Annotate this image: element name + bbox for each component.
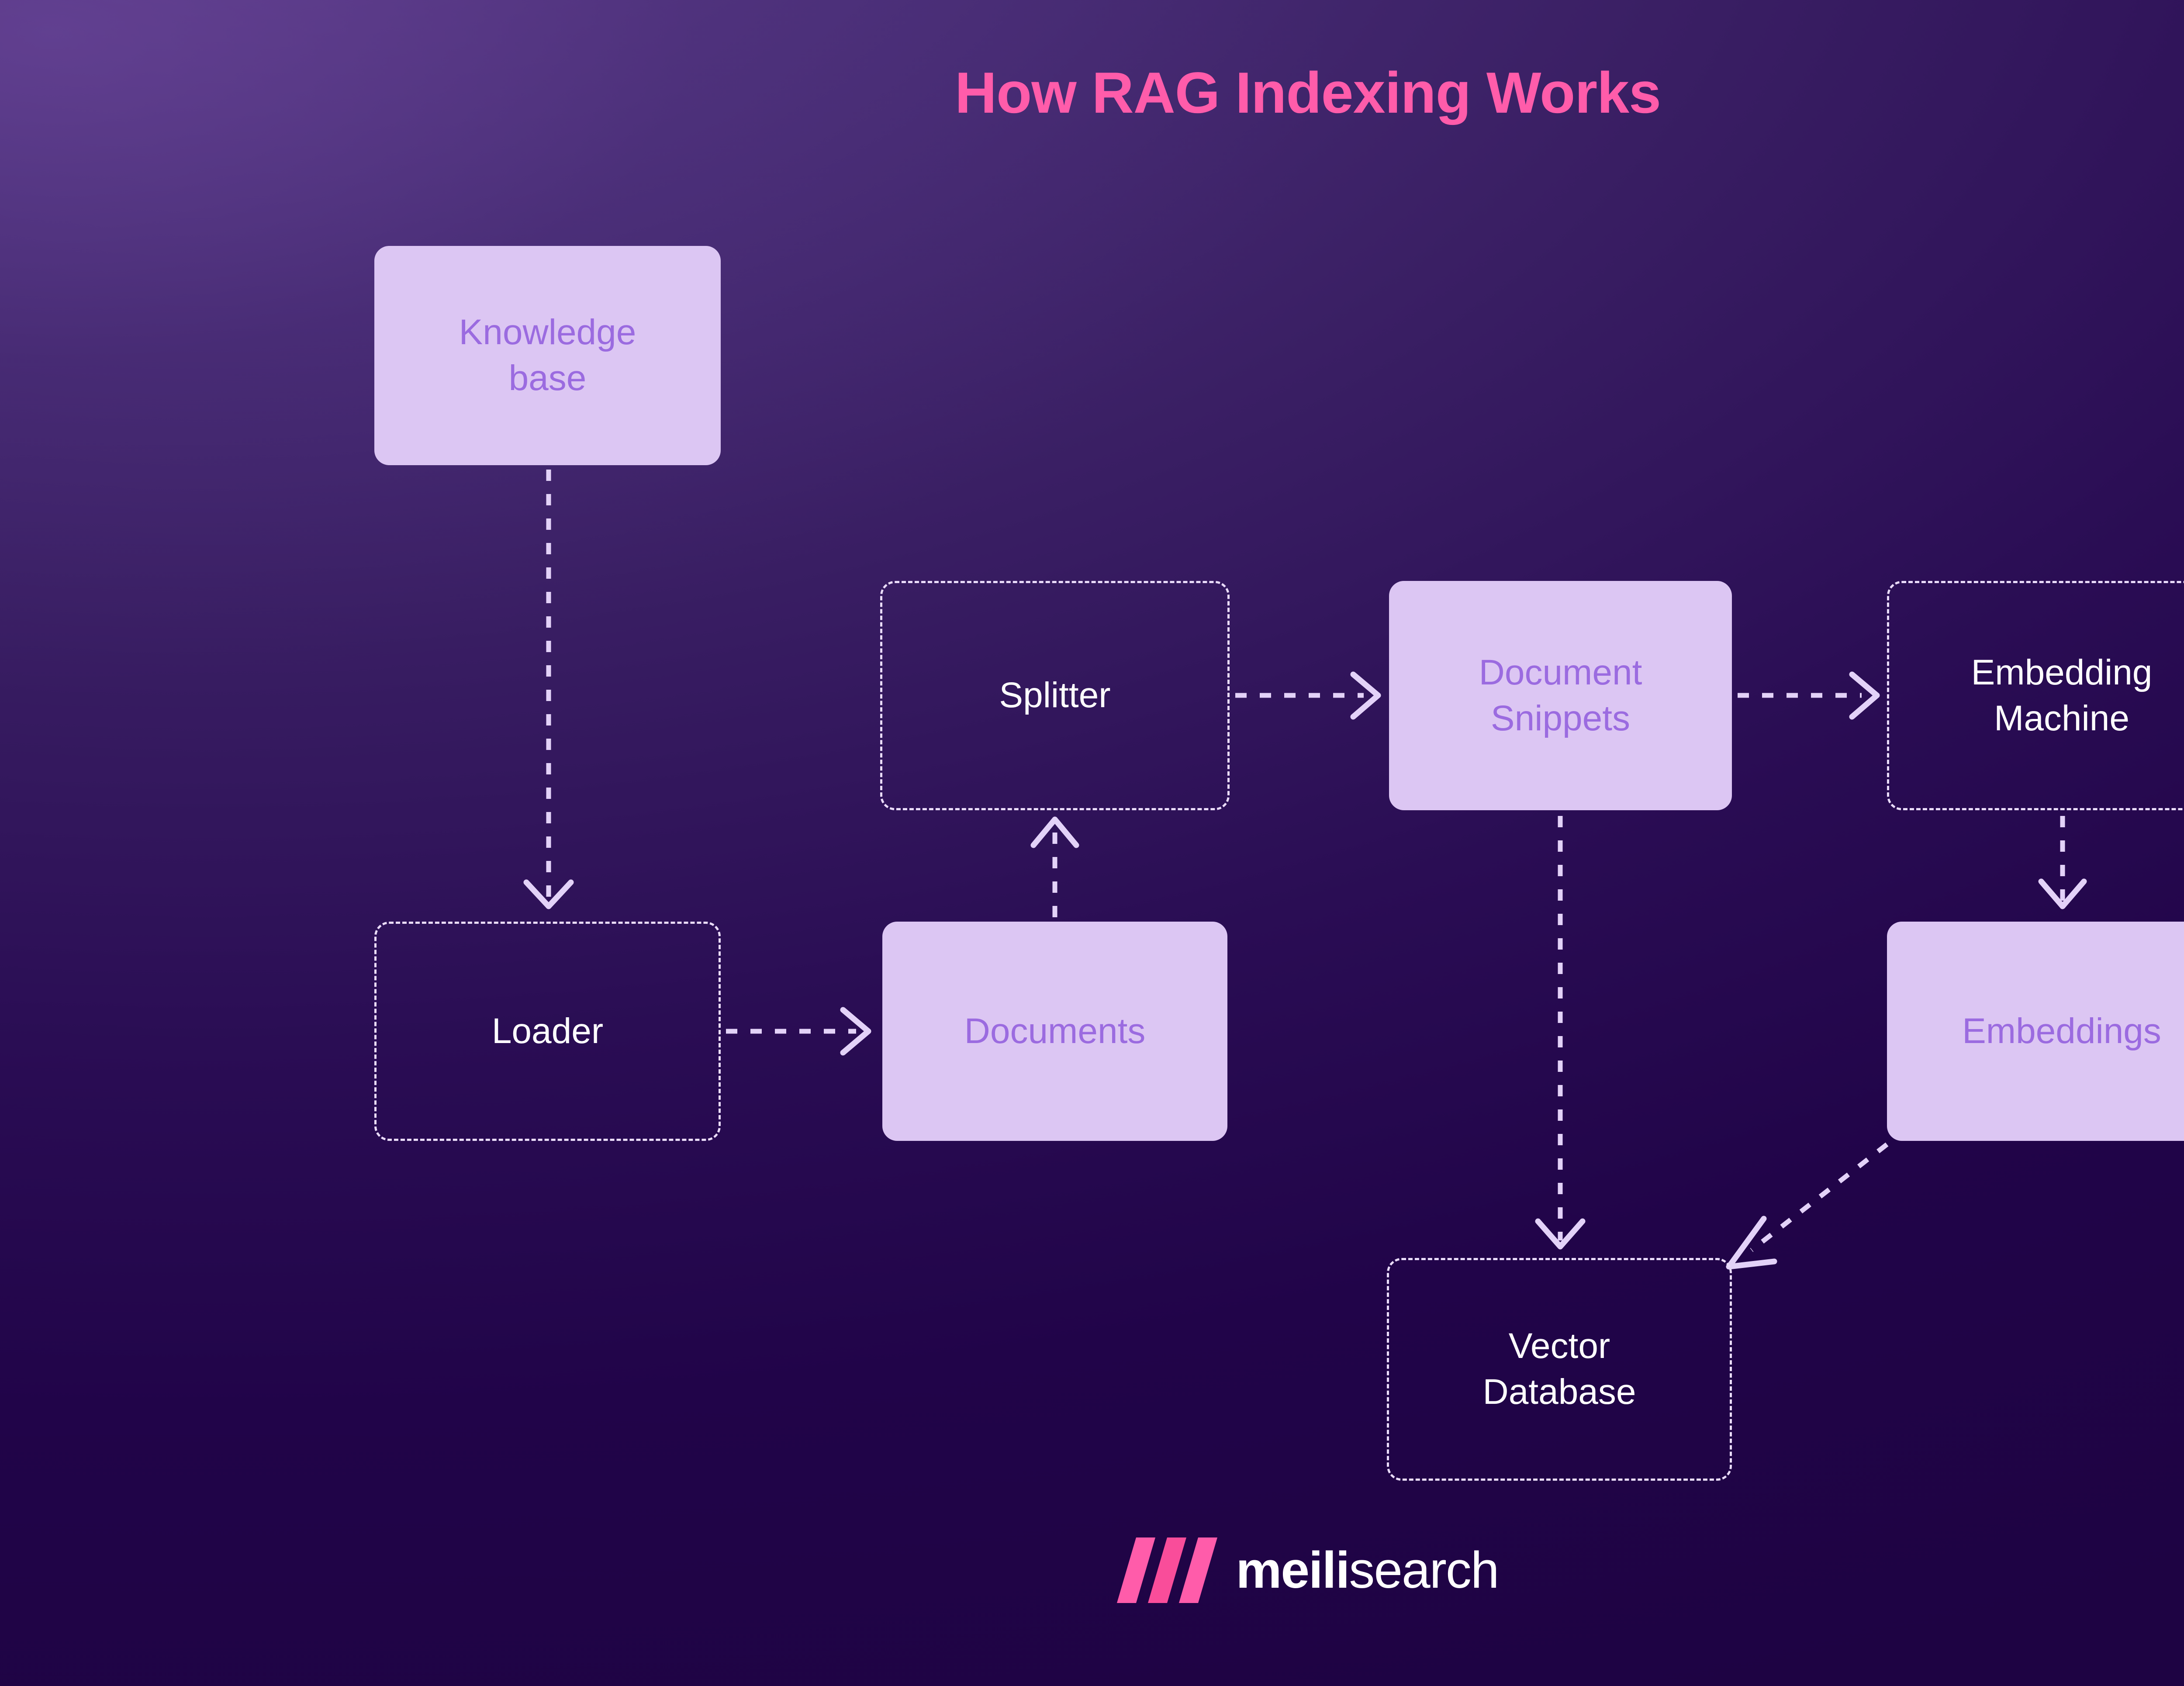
page-title: How RAG Indexing Works [954,61,1661,125]
node-documents[interactable]: Documents [882,922,1227,1141]
node-embeddings-label: Embeddings [1962,1011,2161,1051]
edge-document-snippets-to-vector-database [1535,816,1586,1250]
node-embeddings[interactable]: Embeddings [1887,922,2184,1141]
brand-wordmark: meilisearch [1236,1541,1499,1599]
brand-wordmark-bold: meili [1236,1541,1350,1599]
node-loader[interactable]: Loader [374,922,721,1141]
node-documents-label: Documents [964,1011,1146,1051]
edge-splitter-to-document-snippets [1235,671,1381,720]
node-splitter-label: Splitter [999,675,1111,715]
edge-knowledge-base-to-loader [523,470,574,909]
edge-document-snippets-to-embedding-machine [1738,671,1880,720]
edge-documents-to-splitter [1030,816,1079,917]
edge-embeddings-to-vector-database [1726,1142,1889,1270]
brand-wordmark-light: search [1349,1541,1499,1599]
node-loader-label: Loader [491,1011,604,1051]
edge-embedding-machine-to-embeddings [2038,816,2087,909]
node-splitter[interactable]: Splitter [880,581,1230,810]
meilisearch-mark-icon [1117,1537,1218,1603]
brand-logo: meilisearch [0,1537,2184,1603]
edge-loader-to-documents [726,1007,871,1056]
